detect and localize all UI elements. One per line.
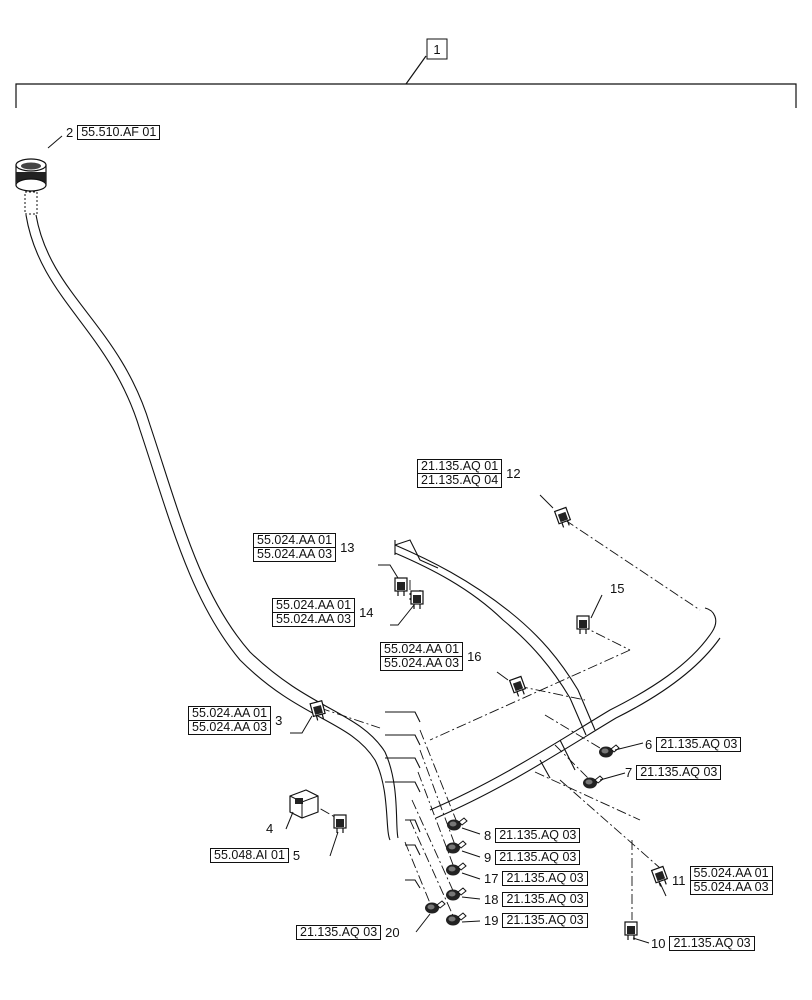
reference-boxes: 21.135.AQ 03 [296, 925, 382, 940]
callout-number: 16 [467, 649, 482, 664]
assembly-item-box: 1 [426, 38, 448, 60]
reference-box: 21.135.AQ 03 [656, 737, 742, 752]
reference-box: 21.135.AQ 04 [417, 473, 503, 488]
part-16-icon [509, 675, 528, 699]
reference-box: 55.024.AA 01 [689, 866, 773, 881]
reference-box: 21.135.AQ 03 [495, 828, 581, 843]
part-15-icon [576, 615, 590, 635]
part-5-icon [333, 814, 347, 834]
part-20-icon [424, 900, 446, 914]
reference-boxes: 21.135.AQ 03 [656, 737, 742, 752]
reference-box: 21.135.AQ 03 [669, 936, 755, 951]
part-13-icon [394, 577, 408, 597]
reference-box: 55.048.AI 01 [210, 848, 289, 863]
callout-number: 6 [645, 737, 653, 752]
reference-boxes: 21.135.AQ 03 [669, 936, 755, 951]
reference-boxes: 55.510.AF 01 [77, 125, 161, 140]
callout-number: 3 [275, 713, 283, 728]
reference-box: 55.024.AA 03 [253, 547, 337, 562]
callout-item-15: 15 [610, 582, 624, 595]
reference-box: 55.024.AA 03 [380, 656, 464, 671]
reference-box: 21.135.AQ 03 [495, 850, 581, 865]
reference-box: 21.135.AQ 03 [636, 765, 722, 780]
reference-boxes: 21.135.AQ 03 [502, 892, 588, 907]
reference-box: 55.024.AA 01 [188, 706, 272, 721]
reference-box: 21.135.AQ 03 [502, 892, 588, 907]
callout-number: 10 [651, 936, 666, 951]
callout-number: 17 [484, 871, 499, 886]
callout-number: 8 [484, 828, 492, 843]
callout-number: 11 [672, 873, 686, 888]
reference-boxes: 21.135.AQ 03 [495, 828, 581, 843]
reference-box: 55.024.AA 03 [188, 720, 272, 735]
reference-boxes: 55.048.AI 01 [210, 848, 289, 863]
callout-number: 19 [484, 913, 499, 928]
part-19-icon [445, 912, 467, 926]
part-6-icon [598, 744, 620, 758]
part-18-icon [445, 887, 467, 901]
round-connector-icon [15, 158, 47, 215]
reference-box: 55.024.AA 01 [253, 533, 337, 548]
assembly-bracket [15, 55, 797, 108]
callout-number: 2 [66, 125, 74, 140]
part-7-icon [582, 775, 604, 789]
reference-box: 55.024.AA 03 [272, 612, 356, 627]
part-4-icon [289, 789, 319, 819]
callout-number: 13 [340, 540, 355, 555]
callout-number: 12 [506, 466, 521, 481]
callout-leaders [47, 135, 667, 944]
callout-number: 7 [625, 765, 633, 780]
part-3-icon [309, 700, 327, 722]
reference-box: 55.510.AF 01 [77, 125, 161, 140]
part-10-icon [624, 921, 638, 941]
reference-boxes: 21.135.AQ 03 [502, 913, 588, 928]
reference-boxes: 21.135.AQ 03 [495, 850, 581, 865]
assembly-item-number: 1 [433, 42, 440, 57]
reference-box: 21.135.AQ 03 [296, 925, 382, 940]
callout-number: 18 [484, 892, 499, 907]
callout-number: 5 [292, 848, 301, 863]
reference-box: 55.024.AA 01 [380, 642, 464, 657]
reference-box: 21.135.AQ 03 [502, 913, 588, 928]
reference-box: 21.135.AQ 01 [417, 459, 503, 474]
reference-box: 55.024.AA 01 [272, 598, 356, 613]
harness-main-cable [25, 214, 721, 889]
reference-boxes: 21.135.AQ 03 [636, 765, 722, 780]
reference-box: 55.024.AA 03 [689, 880, 773, 895]
callout-item-4: 4 [266, 822, 273, 835]
callout-number: 9 [484, 850, 492, 865]
reference-box: 21.135.AQ 03 [502, 871, 588, 886]
callout-number: 15 [610, 581, 625, 596]
callout-number: 4 [266, 821, 274, 836]
reference-boxes: 21.135.AQ 03 [502, 871, 588, 886]
callout-number: 20 [385, 925, 400, 940]
dash-dot-leader-lines [304, 519, 701, 921]
callout-number: 14 [359, 605, 374, 620]
part-12-icon [554, 506, 573, 530]
